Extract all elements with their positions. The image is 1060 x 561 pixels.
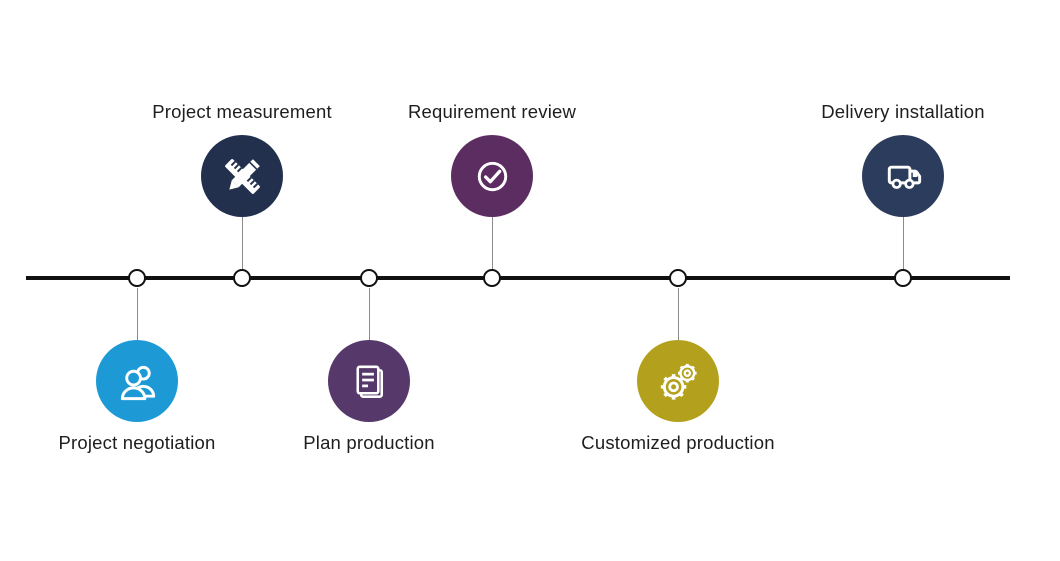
step-icon-circle xyxy=(637,340,719,422)
check-circle-icon xyxy=(477,161,507,191)
step-icon-circle xyxy=(862,135,944,217)
step-label: Requirement review xyxy=(407,101,577,122)
connector-line xyxy=(491,217,493,269)
timeline-node xyxy=(359,268,378,287)
connector-line xyxy=(902,217,904,269)
step-icon-circle xyxy=(96,340,178,422)
gears-icon xyxy=(660,363,697,400)
timeline-node xyxy=(232,268,251,287)
timeline-node xyxy=(482,268,501,287)
step-icon-circle xyxy=(201,135,283,217)
timeline-node xyxy=(668,268,687,287)
step-label: Plan production xyxy=(303,432,435,453)
step-label: Project negotiation xyxy=(58,432,216,453)
timeline-node xyxy=(893,268,912,287)
connector-line xyxy=(368,287,370,340)
truck-icon xyxy=(887,165,921,189)
connector-line xyxy=(241,217,243,269)
connector-line xyxy=(136,287,138,340)
users-icon xyxy=(120,365,155,400)
step-label: Delivery installation xyxy=(821,101,985,122)
ruler-pencil-icon xyxy=(224,158,260,194)
document-icon xyxy=(355,365,383,398)
step-icon-circle xyxy=(451,135,533,217)
step-icon-circle xyxy=(328,340,410,422)
step-label: Customized production xyxy=(581,432,775,453)
connector-line xyxy=(677,287,679,340)
timeline-line xyxy=(26,276,1010,280)
timeline-node xyxy=(127,268,146,287)
step-label: Project measurement xyxy=(152,101,332,122)
